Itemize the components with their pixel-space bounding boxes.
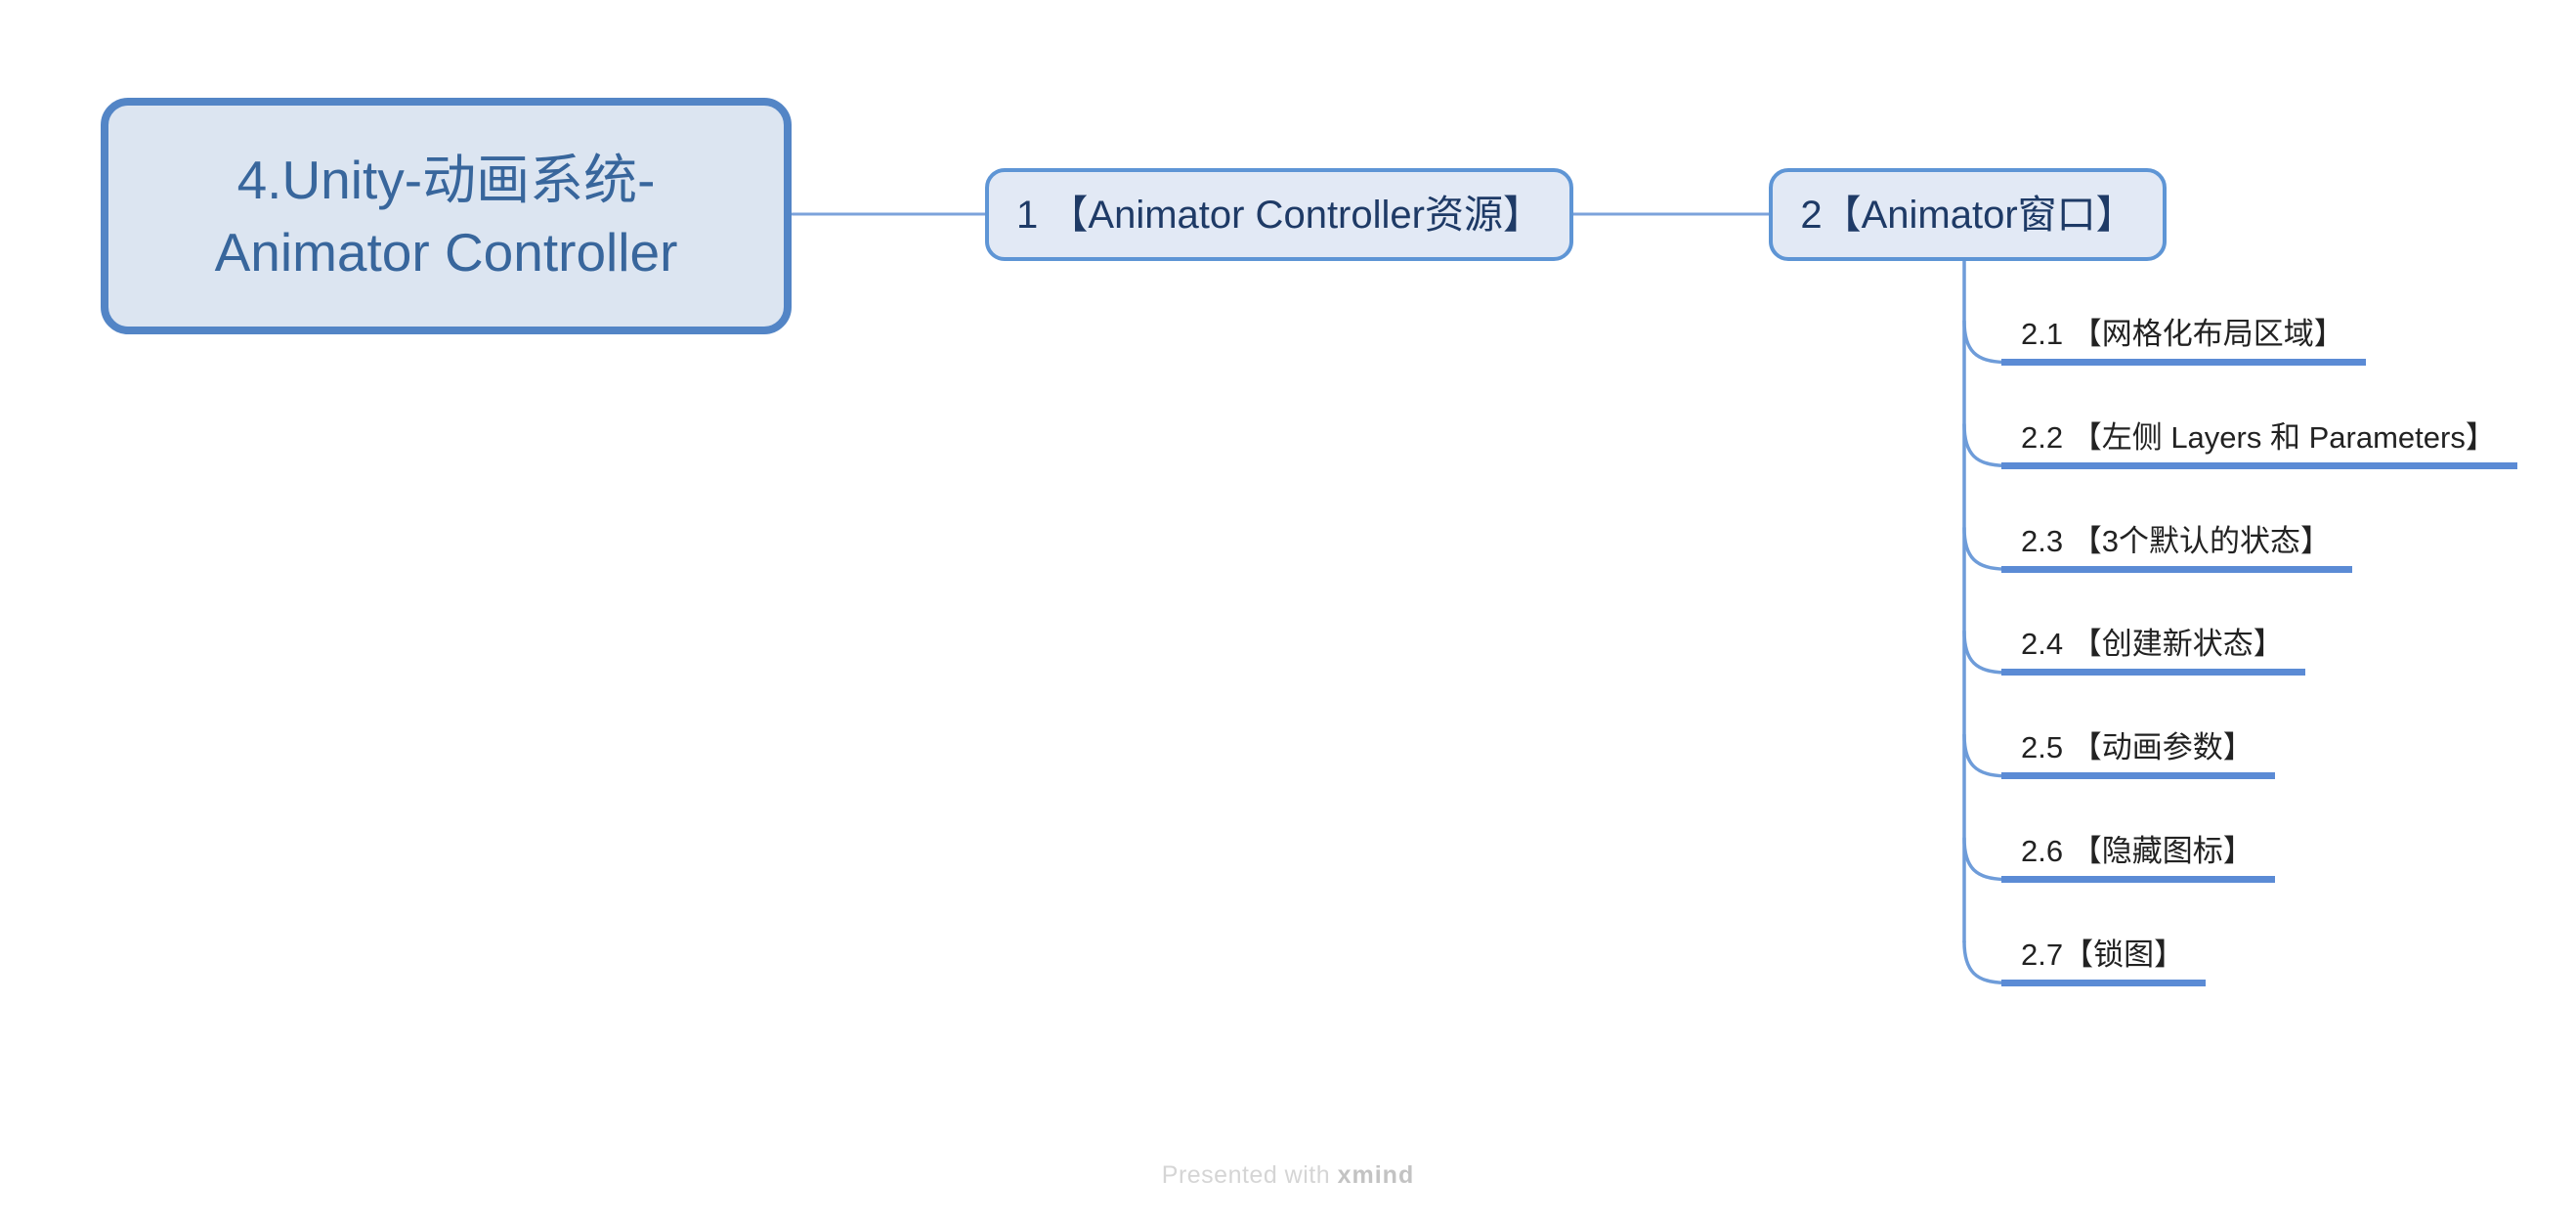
main-topic-1-label: 1 【Animator Controller资源】 — [1016, 193, 1542, 237]
main-topic-2-label: 2【Animator窗口】 — [1800, 193, 2135, 237]
watermark-text: Presented with — [1161, 1161, 1331, 1189]
subtopic-5[interactable]: 2.5 【动画参数】 — [2001, 730, 2275, 780]
connector-line — [1962, 422, 2007, 468]
connector-line — [1962, 526, 2007, 571]
main-topic-2-animator-window[interactable]: 2【Animator窗口】 — [1769, 168, 2167, 261]
subtopic-label: 2.1 【网格化布局区域】 — [2021, 317, 2344, 351]
subtopic-4[interactable]: 2.4 【创建新状态】 — [2001, 627, 2305, 676]
connector-line — [1962, 836, 2007, 882]
subtopic-2[interactable]: 2.2 【左侧 Layers 和 Parameters】 — [2001, 420, 2517, 469]
subtopic-label: 2.2 【左侧 Layers 和 Parameters】 — [2021, 419, 2496, 455]
xmind-watermark: Presented with xmind — [0, 1161, 2576, 1190]
root-topic-label: 4.Unity-动画系统- Animator Controller — [214, 150, 678, 283]
subtopic-label: 2.7【锁图】 — [2021, 937, 2185, 972]
connector-line — [1962, 630, 2007, 675]
main-topic-1-animator-controller-asset[interactable]: 1 【Animator Controller资源】 — [985, 168, 1573, 261]
subtopic-label: 2.6 【隐藏图标】 — [2021, 834, 2254, 868]
connector-line — [1962, 732, 2007, 778]
connector-line — [1962, 319, 2007, 365]
subtopic-7[interactable]: 2.7【锁图】 — [2001, 937, 2207, 986]
subtopic-label: 2.3 【3个默认的状态】 — [2021, 523, 2331, 558]
subtopic-3[interactable]: 2.3 【3个默认的状态】 — [2001, 524, 2352, 573]
subtopic-1[interactable]: 2.1 【网格化布局区域】 — [2001, 317, 2366, 366]
xmind-logo-text: xmind — [1337, 1161, 1415, 1189]
subtopic-label: 2.5 【动画参数】 — [2021, 730, 2254, 765]
root-topic[interactable]: 4.Unity-动画系统- Animator Controller — [101, 98, 792, 334]
subtopic-label: 2.4 【创建新状态】 — [2021, 627, 2284, 662]
connector-line — [1962, 939, 2007, 985]
subtopic-6[interactable]: 2.6 【隐藏图标】 — [2001, 834, 2275, 883]
